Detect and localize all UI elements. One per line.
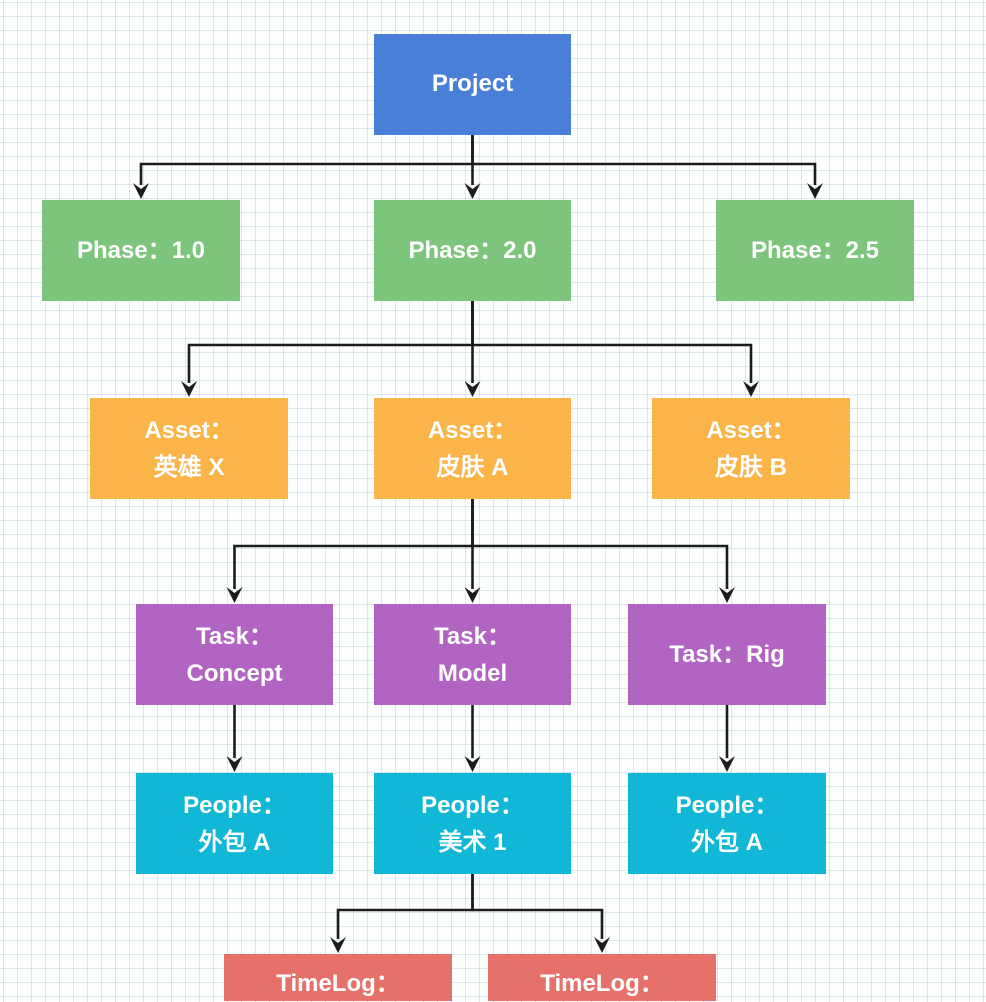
asset-node-1: Asset： 英雄 X xyxy=(90,398,288,499)
arrowhead xyxy=(464,587,481,603)
task-node-1-label-name: Concept xyxy=(186,659,283,687)
phase-node-3: Phase：2.5 xyxy=(716,200,914,301)
asset-node-2-label-type: Asset： xyxy=(427,416,518,444)
timelog-node-1-label: TimeLog： xyxy=(276,970,400,997)
project-node: Project xyxy=(374,34,571,135)
connector-line xyxy=(233,499,474,589)
asset-node-2-label-name: 皮肤 A xyxy=(436,453,509,481)
asset-node-2: Asset： 皮肤 A xyxy=(374,398,571,499)
phase-node-1: Phase：1.0 xyxy=(42,200,240,301)
people-node-1: People： 外包 A xyxy=(136,773,333,874)
arrowhead xyxy=(807,183,823,199)
arrowhead xyxy=(464,756,481,772)
task-node-2: Task： Model xyxy=(374,604,571,705)
people-node-1-label-type: People： xyxy=(183,791,286,819)
task-node-3: Task：Rig xyxy=(628,604,826,705)
phase-node-1-label: Phase：1.0 xyxy=(76,237,206,264)
arrowhead xyxy=(330,937,346,953)
people-node-2-label-type: People： xyxy=(421,791,524,819)
people-node-3-label-name: 外包 A xyxy=(691,828,763,856)
task-node-1: Task： Concept xyxy=(136,604,333,705)
task-node-2-label-name: Model xyxy=(437,659,508,687)
asset-node-3: Asset： 皮肤 B xyxy=(652,398,850,499)
asset-node-3-label-type: Asset： xyxy=(706,416,796,444)
connector-line xyxy=(187,301,474,383)
arrowhead xyxy=(133,183,149,199)
arrowhead xyxy=(226,587,243,603)
project-node-label: Project xyxy=(431,70,514,97)
connector-line xyxy=(471,135,817,185)
task-node-3-label: Task：Rig xyxy=(669,641,785,668)
phase-node-2-label: Phase：2.0 xyxy=(408,237,537,264)
asset-node-1-label-type: Asset： xyxy=(144,416,234,444)
arrowhead xyxy=(181,381,197,397)
arrowhead xyxy=(464,381,481,397)
task-node-1-label-type: Task： xyxy=(196,622,273,650)
connector-line xyxy=(471,499,729,589)
asset-node-3-label-name: 皮肤 B xyxy=(715,453,787,481)
arrowhead xyxy=(594,937,610,953)
timelog-node-2: TimeLog： xyxy=(488,954,716,1001)
arrowhead xyxy=(743,381,759,397)
people-node-2: People： 美术 1 xyxy=(374,773,571,874)
timelog-node-1: TimeLog： xyxy=(224,954,452,1001)
people-node-1-label-name: 外包 A xyxy=(198,828,271,856)
arrowhead xyxy=(719,756,735,772)
phase-node-3-label: Phase：2.5 xyxy=(750,237,880,264)
people-node-3-label-type: People： xyxy=(675,791,779,819)
connector-line xyxy=(471,301,753,383)
arrowhead xyxy=(226,756,243,772)
asset-node-1-label-name: 英雄 X xyxy=(153,453,225,481)
arrowhead xyxy=(719,587,735,603)
phase-node-2: Phase：2.0 xyxy=(374,200,571,301)
people-node-2-label-name: 美术 1 xyxy=(438,828,507,856)
people-node-3: People： 外包 A xyxy=(628,773,826,874)
arrowhead xyxy=(464,183,481,199)
timelog-node-2-label: TimeLog： xyxy=(540,970,664,997)
connector-line xyxy=(139,135,474,185)
connector-line xyxy=(471,874,604,939)
connector-line xyxy=(336,874,474,939)
task-node-2-label-type: Task： xyxy=(434,622,511,650)
